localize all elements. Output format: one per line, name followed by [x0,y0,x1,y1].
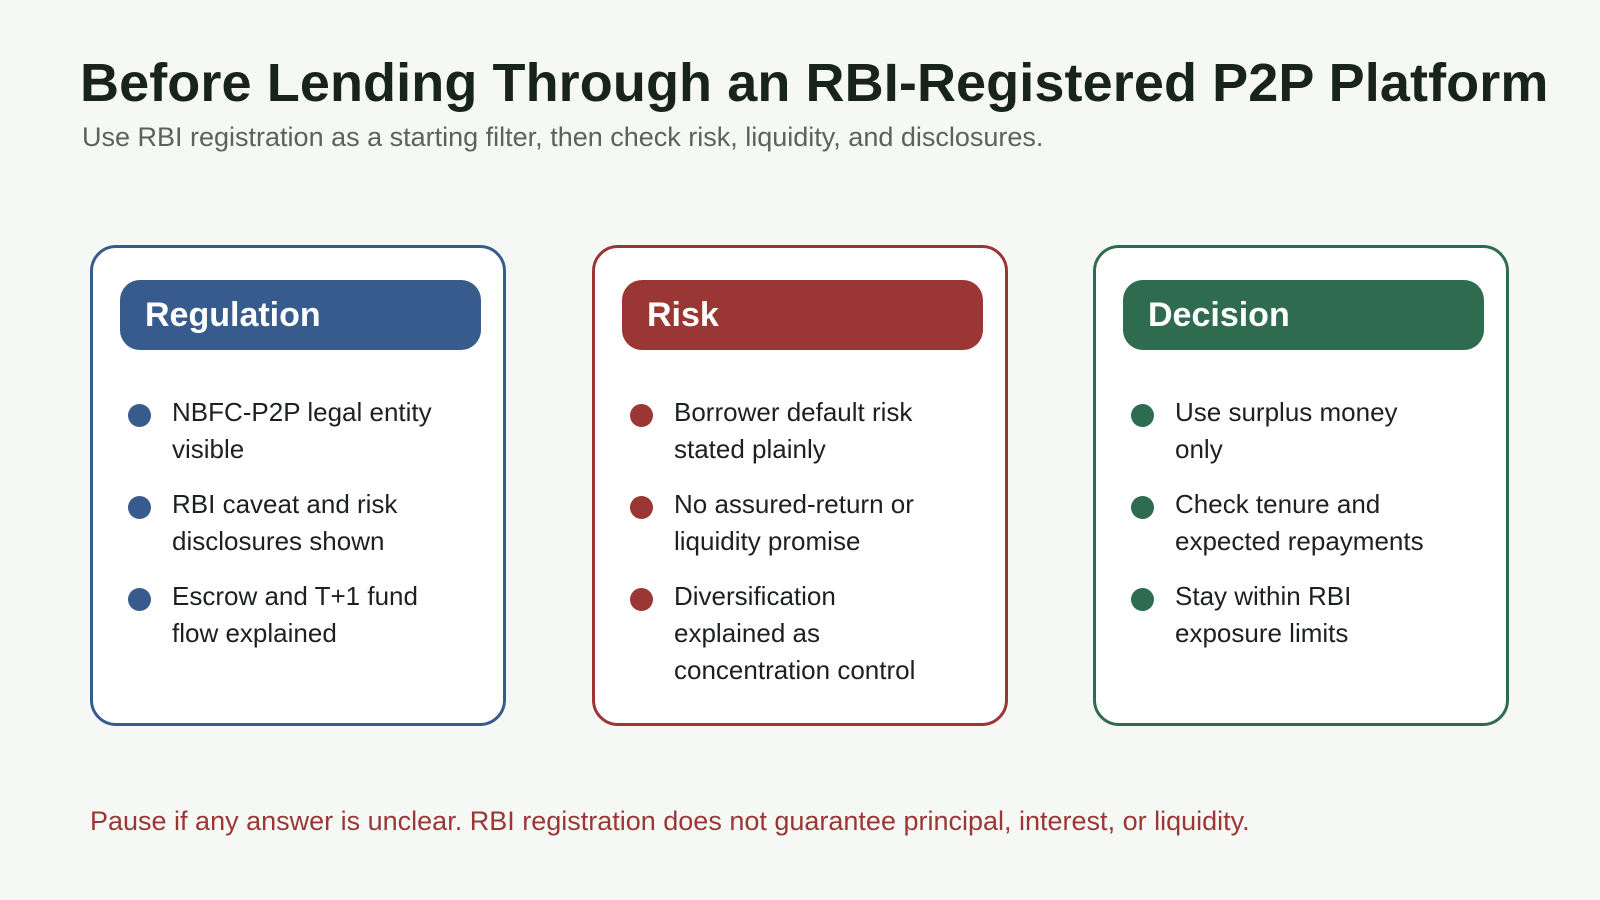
risk-item-list: Borrower default risk stated plainly No … [630,394,985,707]
decision-card-header: Decision [1123,280,1484,350]
decision-item: Stay within RBI exposure limits [1131,578,1486,652]
risk-item-text: No assured-return or liquidity promise [674,489,914,556]
regulation-item-text: RBI caveat and risk disclosures shown [172,489,398,556]
risk-item-text: Borrower default risk stated plainly [674,397,913,464]
decision-item: Use surplus money only [1131,394,1486,468]
footer-warning: Pause if any answer is unclear. RBI regi… [90,806,1250,836]
decision-item-text: Stay within RBI exposure limits [1175,581,1352,648]
regulation-card: Regulation NBFC-P2P legal entity visible… [90,245,506,726]
regulation-card-header: Regulation [120,280,481,350]
bullet-dot-icon [1131,588,1154,611]
risk-item: Borrower default risk stated plainly [630,394,985,468]
risk-card: Risk Borrower default risk stated plainl… [592,245,1008,726]
bullet-dot-icon [1131,404,1154,427]
decision-item-text: Check tenure and expected repayments [1175,489,1424,556]
decision-item: Check tenure and expected repayments [1131,486,1486,560]
bullet-dot-icon [630,404,653,427]
regulation-item-text: NBFC-P2P legal entity visible [172,397,432,464]
page-title: Before Lending Through an RBI-Registered… [80,53,1549,113]
bullet-dot-icon [630,588,653,611]
bullet-dot-icon [128,588,151,611]
regulation-item-text: Escrow and T+1 fund flow explained [172,581,418,648]
decision-item-list: Use surplus money only Check tenure and … [1131,394,1486,670]
bullet-dot-icon [128,404,151,427]
risk-item: No assured-return or liquidity promise [630,486,985,560]
bullet-dot-icon [128,496,151,519]
risk-item: Diversification explained as concentrati… [630,578,985,689]
bullet-dot-icon [630,496,653,519]
bullet-dot-icon [1131,496,1154,519]
regulation-item-list: NBFC-P2P legal entity visible RBI caveat… [128,394,483,670]
regulation-item: Escrow and T+1 fund flow explained [128,578,483,652]
decision-card: Decision Use surplus money only Check te… [1093,245,1509,726]
regulation-item: RBI caveat and risk disclosures shown [128,486,483,560]
regulation-item: NBFC-P2P legal entity visible [128,394,483,468]
risk-card-header: Risk [622,280,983,350]
risk-item-text: Diversification explained as concentrati… [674,581,916,685]
decision-item-text: Use surplus money only [1175,397,1398,464]
page-subtitle: Use RBI registration as a starting filte… [82,122,1044,152]
